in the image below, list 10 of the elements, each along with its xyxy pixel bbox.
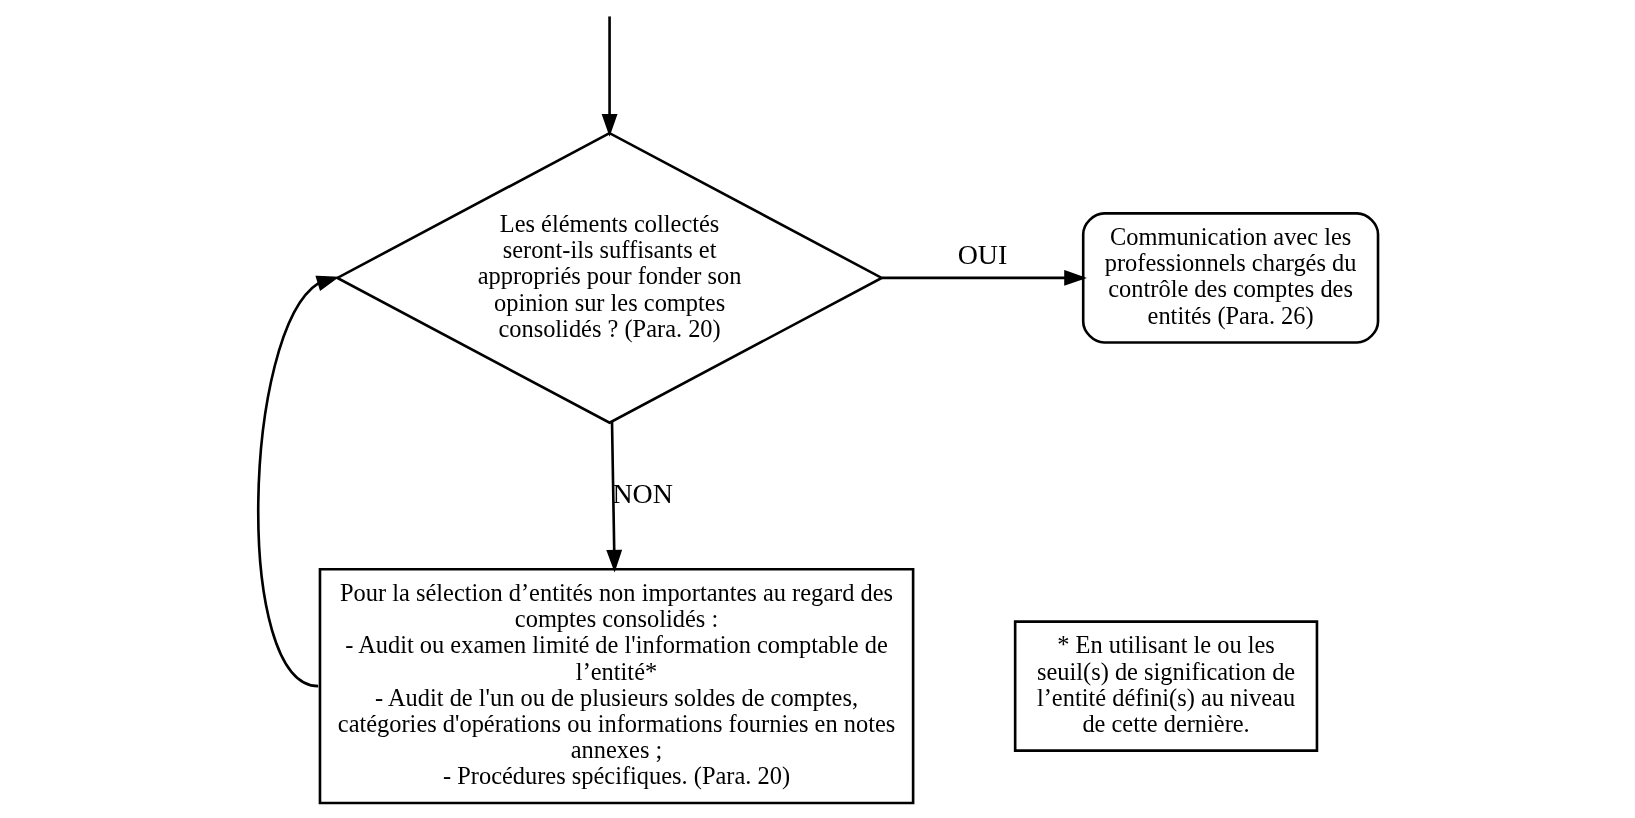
node-box: * En utilisant le ou les seuil(s) de signification de l’entité défini(s) au niveau de cette dernière.	[1013, 620, 1318, 752]
arrow	[256, 275, 339, 688]
edge-label: OUI	[957, 238, 1007, 270]
edge-label: NON	[611, 477, 673, 509]
node-diamond: Les éléments collectés seront-ils suffisants et appropriés pour fonder son opinion sur les comptes consolidés ? (Para. 20)	[334, 131, 884, 425]
arrow	[601, 16, 617, 137]
arrow	[881, 269, 1087, 286]
arrow	[605, 421, 622, 573]
node-box: Pour la sélection d’entités non importantes au regard des comptes consolidés : - Audit ou examen limité de l'information comptable de l’entité* - Audit de l'un ou de plusieurs soldes de comptes, catégories d'opérations ou informations fournies en notes annexes ; - Procédures spécifiques. (Para. 20)	[318, 567, 914, 805]
node-box: Communication avec les professionnels chargés du contrôle des comptes des entités (Para. 26)	[1081, 212, 1379, 344]
